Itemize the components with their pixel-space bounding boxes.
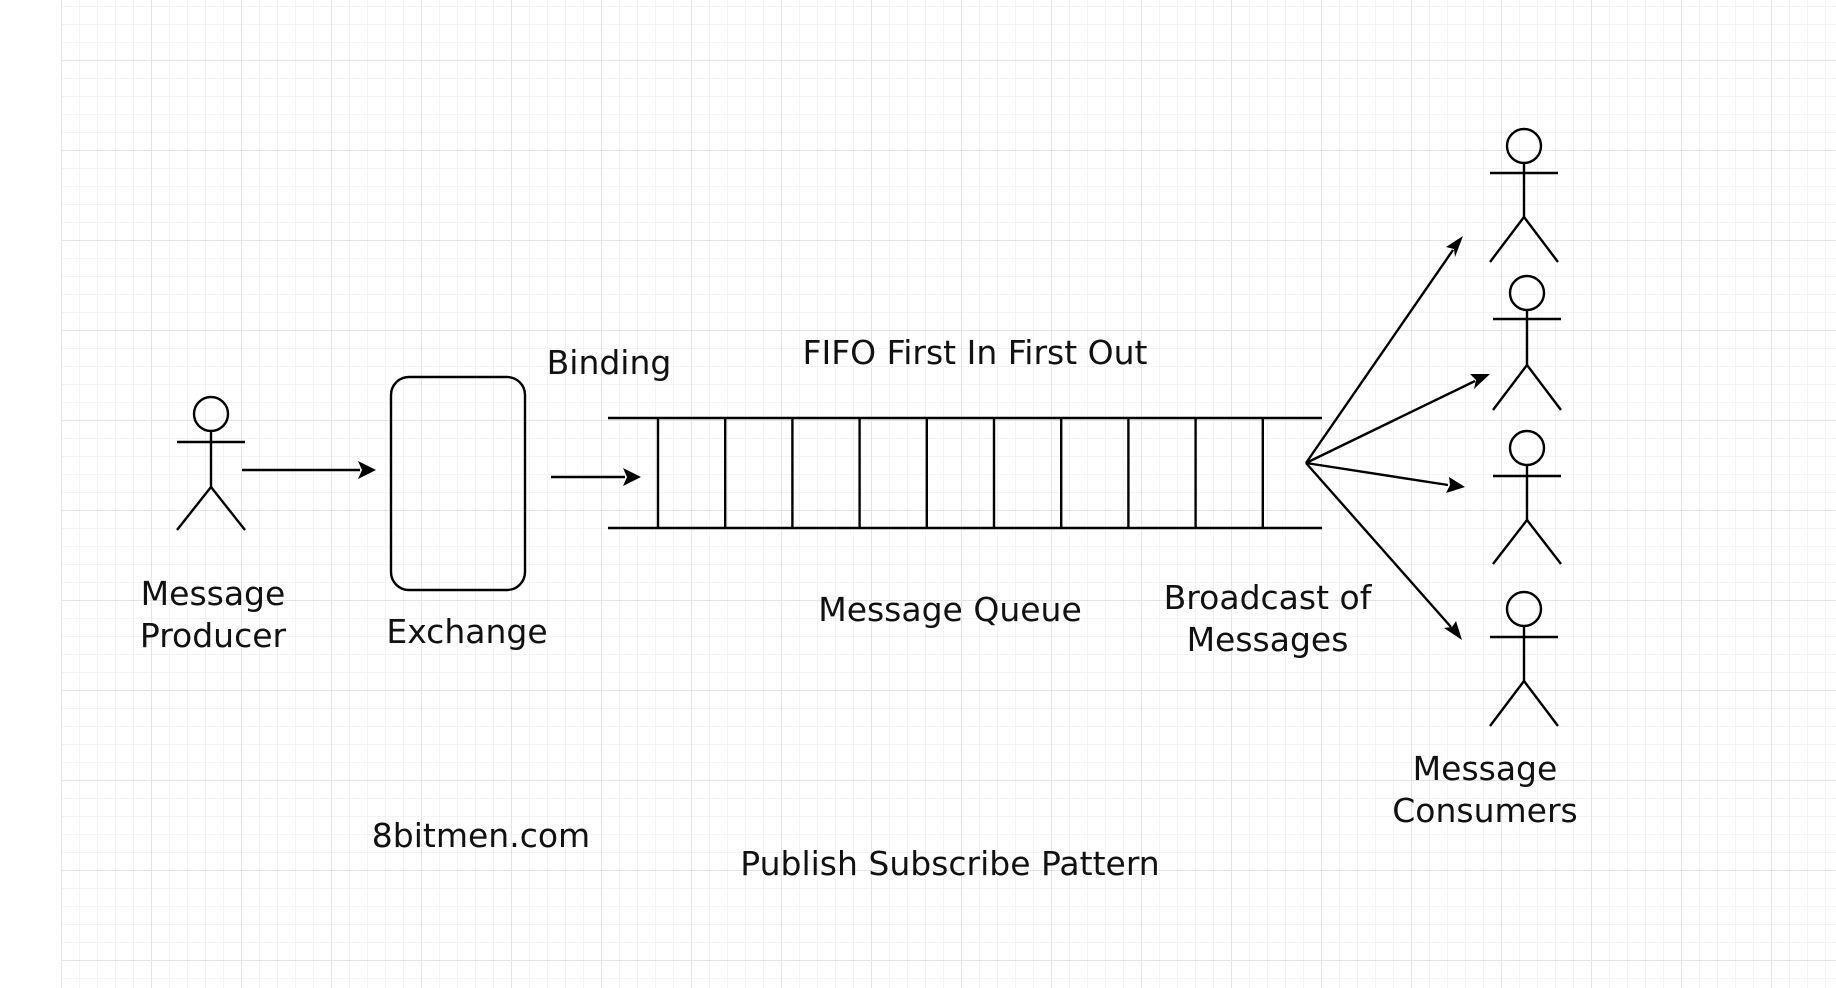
grid-background <box>61 0 1836 988</box>
consumer-actors <box>1489 127 1562 727</box>
exchange-box <box>389 375 527 592</box>
fifo-label: FIFO First In First Out <box>802 333 1148 372</box>
message-queue <box>608 416 1322 530</box>
consumers-label: Message Consumers <box>1392 749 1578 830</box>
consumer-actor-4 <box>1489 590 1559 727</box>
binding-label: Binding <box>546 343 672 382</box>
broadcast-label: Broadcast of Messages <box>1163 578 1372 659</box>
consumer-actor-3 <box>1492 429 1562 565</box>
producer-label: Message Producer <box>139 574 287 655</box>
site-label: 8bitmen.com <box>371 816 591 855</box>
queue-label: Message Queue <box>818 590 1082 629</box>
consumer-actor-1 <box>1489 127 1559 263</box>
producer-actor <box>176 395 246 531</box>
binding-arrow <box>551 468 641 486</box>
exchange-label: Exchange <box>386 612 548 651</box>
broadcast-arrows <box>1305 236 1490 640</box>
pattern-title: Publish Subscribe Pattern <box>740 844 1160 883</box>
producer-to-exchange-arrow <box>242 461 376 479</box>
consumer-actor-2 <box>1492 274 1562 411</box>
